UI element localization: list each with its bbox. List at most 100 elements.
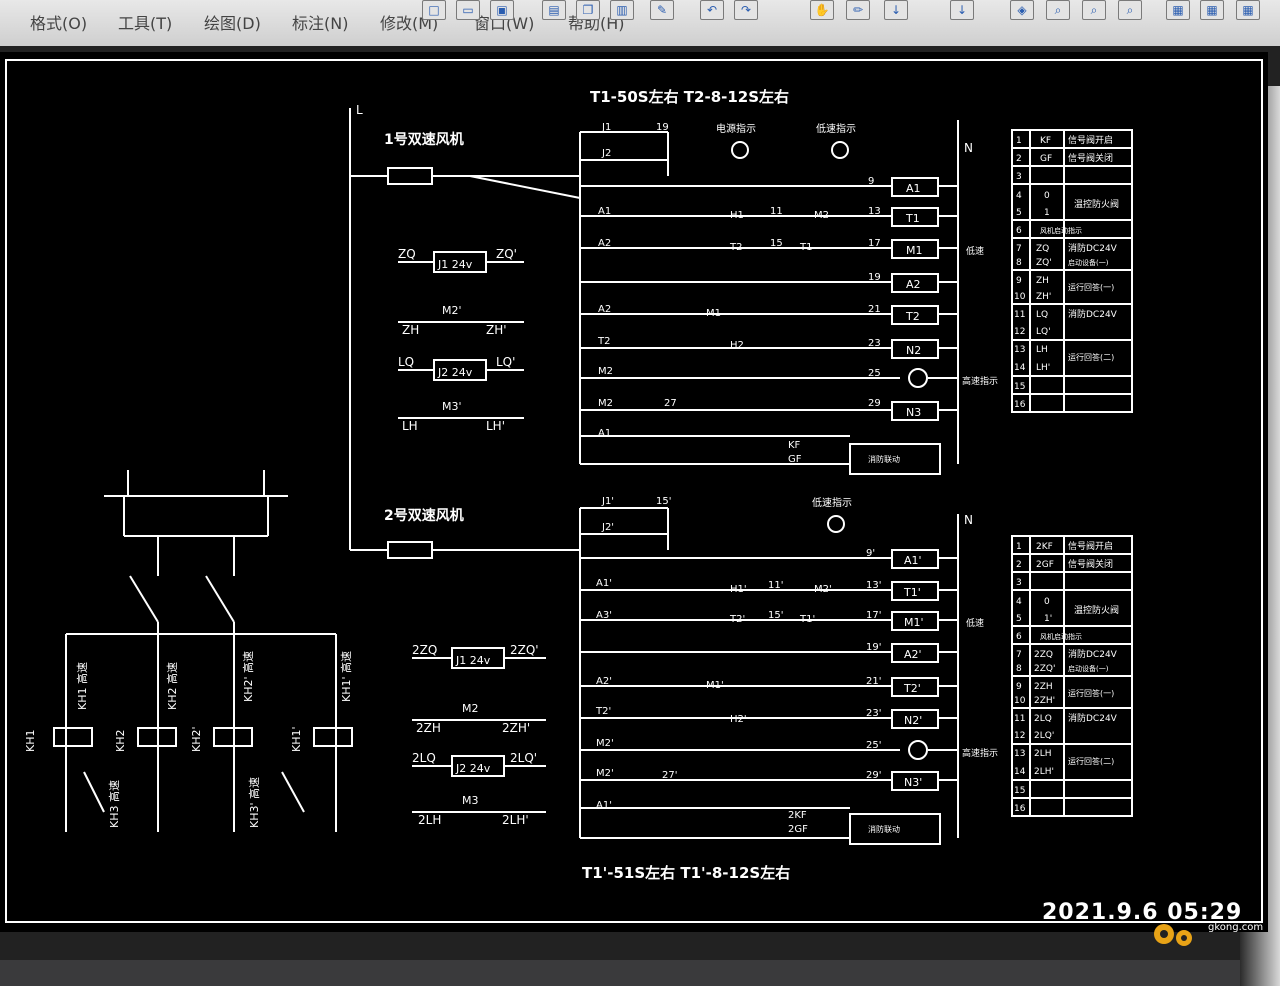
aux-h2: H2 <box>730 340 744 351</box>
high-speed-indicator-label: 高速指示 <box>962 375 998 387</box>
t2-r9-n: 9 <box>1016 682 1022 692</box>
aux-2kf: 2KF <box>788 810 807 821</box>
menu-window[interactable]: 窗口(W) <box>474 14 535 33</box>
aux-t1p: T1' <box>799 614 815 625</box>
layers-icon[interactable]: ◈ <box>1010 0 1034 20</box>
supply-l-label: L <box>356 103 363 117</box>
t1-r13-n: 13 <box>1014 345 1025 355</box>
undo-icon[interactable]: ↶ <box>700 0 724 20</box>
coil-lq-mid: J2 24v <box>437 366 473 379</box>
rung-num: 23' <box>866 708 881 719</box>
menu-format[interactable]: 格式(O) <box>30 14 88 33</box>
coil-lh-mid: M3' <box>442 400 462 413</box>
relay-label: KH3' 高速 <box>247 777 261 828</box>
drawing-canvas[interactable]: T1-50S左右 T2-8-12S左右 T1'-51S左右 T1'-8-12S左… <box>0 52 1268 932</box>
fire-linkage-label-2: 消防联动 <box>868 824 900 834</box>
t2-r2-n: 2 <box>1016 560 1022 570</box>
new-file-icon[interactable]: □ <box>422 0 446 20</box>
design-center-icon[interactable]: ▦ <box>1200 0 1224 20</box>
coil-zh-right: ZH' <box>486 323 507 337</box>
zoom-window-icon[interactable]: ⌕ <box>1082 0 1106 20</box>
circuit-lines <box>53 108 1133 845</box>
menu-tools[interactable]: 工具(T) <box>118 14 173 33</box>
arrow-down-2-icon[interactable]: ↓ <box>950 0 974 20</box>
zoom-previous-icon[interactable]: ⌕ <box>1118 0 1142 20</box>
coil-n3: N3 <box>906 406 921 419</box>
rung-num: 9' <box>866 548 875 559</box>
rung-num: 15 <box>770 238 783 249</box>
print-icon[interactable]: ▤ <box>542 0 566 20</box>
tool-palette-icon[interactable]: ▦ <box>1236 0 1260 20</box>
paste-icon[interactable]: ▥ <box>610 0 634 20</box>
save-icon[interactable]: ▣ <box>490 0 514 20</box>
coil-lh-left: LH <box>402 419 418 433</box>
open-file-icon[interactable]: ▭ <box>456 0 480 20</box>
relay-label: KH2 高速 <box>165 662 179 710</box>
contact-j2p: J2' <box>601 522 614 533</box>
rung-num: 9 <box>868 176 874 187</box>
t2-r8-d: 启动设备(一) <box>1068 664 1109 673</box>
t1-r16-n: 16 <box>1014 400 1026 410</box>
terminal-table-2: 1 2KF 信号阀开启 2 2GF 信号阀关闭 3 4 0 温控防火阀 5 1'… <box>1014 540 1119 814</box>
relay-label: KH1 高速 <box>75 662 89 710</box>
aux-2gf: 2GF <box>788 824 808 835</box>
contact-a1-b: A1 <box>598 428 611 439</box>
rung-num: 29 <box>868 398 881 409</box>
t1-r12-c: LQ' <box>1036 327 1051 337</box>
t1-r4-c: 0 <box>1044 191 1050 201</box>
coil-2zh-left: 2ZH <box>416 721 441 735</box>
gear-icon <box>1154 924 1192 946</box>
t1-r8-d: 启动设备(一) <box>1068 258 1109 267</box>
t2-r5-n: 5 <box>1016 614 1022 624</box>
t1-r1-c: KF <box>1040 136 1051 146</box>
t1-r6-d: 风机启动指示 <box>1040 226 1082 235</box>
pencil-icon[interactable]: ✏ <box>846 0 870 20</box>
coil-a1: A1 <box>906 182 921 195</box>
t2-r15-n: 15 <box>1014 786 1025 796</box>
t2-r1-c: 2KF <box>1036 542 1053 552</box>
t1-r8-c: ZQ' <box>1036 258 1052 268</box>
coil-t1: T1 <box>905 212 920 225</box>
match-properties-icon[interactable]: ✎ <box>650 0 674 20</box>
t1-r8-n: 8 <box>1016 258 1022 268</box>
aux-t2: T2 <box>729 242 742 253</box>
relay-label: KH2' 高速 <box>241 651 255 702</box>
coil-t1p: T1' <box>903 586 921 599</box>
t1-r1-d: 信号阀开启 <box>1068 134 1113 146</box>
t1-r4-d: 温控防火阀 <box>1074 198 1119 210</box>
aux-m1p: M1' <box>706 680 724 691</box>
t2-r12-c: 2LQ' <box>1034 731 1054 741</box>
high-speed-indicator-label-2: 高速指示 <box>962 747 998 759</box>
menu-draw[interactable]: 绘图(D) <box>204 14 261 33</box>
redo-icon[interactable]: ↷ <box>734 0 758 20</box>
copy-icon[interactable]: ❐ <box>576 0 600 20</box>
t2-r7-n: 7 <box>1016 650 1022 660</box>
coil-2zh-mid: M2 <box>462 702 479 715</box>
t1-r7-d: 消防DC24V <box>1068 242 1118 254</box>
t2-r4-d: 温控防火阀 <box>1074 604 1119 616</box>
aux-m2p: M2' <box>814 584 832 595</box>
contact-t2p: T2' <box>595 706 611 717</box>
t1-r7-n: 7 <box>1016 244 1022 254</box>
menu-dimension[interactable]: 标注(N) <box>292 14 349 33</box>
rung-num: 19' <box>866 642 881 653</box>
pan-icon[interactable]: ✋ <box>810 0 834 20</box>
coil-n3p: N3' <box>904 776 922 789</box>
t1-r9-c: ZH <box>1036 276 1049 286</box>
rung-num: 13' <box>866 580 881 591</box>
t2-r12-n: 12 <box>1014 731 1025 741</box>
t2-r7-d: 消防DC24V <box>1068 648 1118 660</box>
menu-bar: 格式(O) 工具(T) 绘图(D) 标注(N) 修改(M) 窗口(W) 帮助(H… <box>0 0 1280 47</box>
zoom-icon[interactable]: ⌕ <box>1046 0 1070 20</box>
coil-2zq-mid: J1 24v <box>455 654 491 667</box>
fan2-label: 2号双速风机 <box>384 507 464 524</box>
rung-num: 15' <box>656 496 671 507</box>
properties-icon[interactable]: ▦ <box>1166 0 1190 20</box>
t2-r14-n: 14 <box>1014 767 1026 777</box>
t1-r5-c: 1 <box>1044 208 1050 218</box>
drawing-title-bottom: T1'-51S左右 T1'-8-12S左右 <box>582 864 790 882</box>
t2-r13-c: 2LH <box>1034 749 1052 759</box>
coil-t2: T2 <box>905 310 920 323</box>
t1-r10-c: ZH' <box>1036 292 1051 302</box>
arrow-down-icon[interactable]: ↓ <box>884 0 908 20</box>
